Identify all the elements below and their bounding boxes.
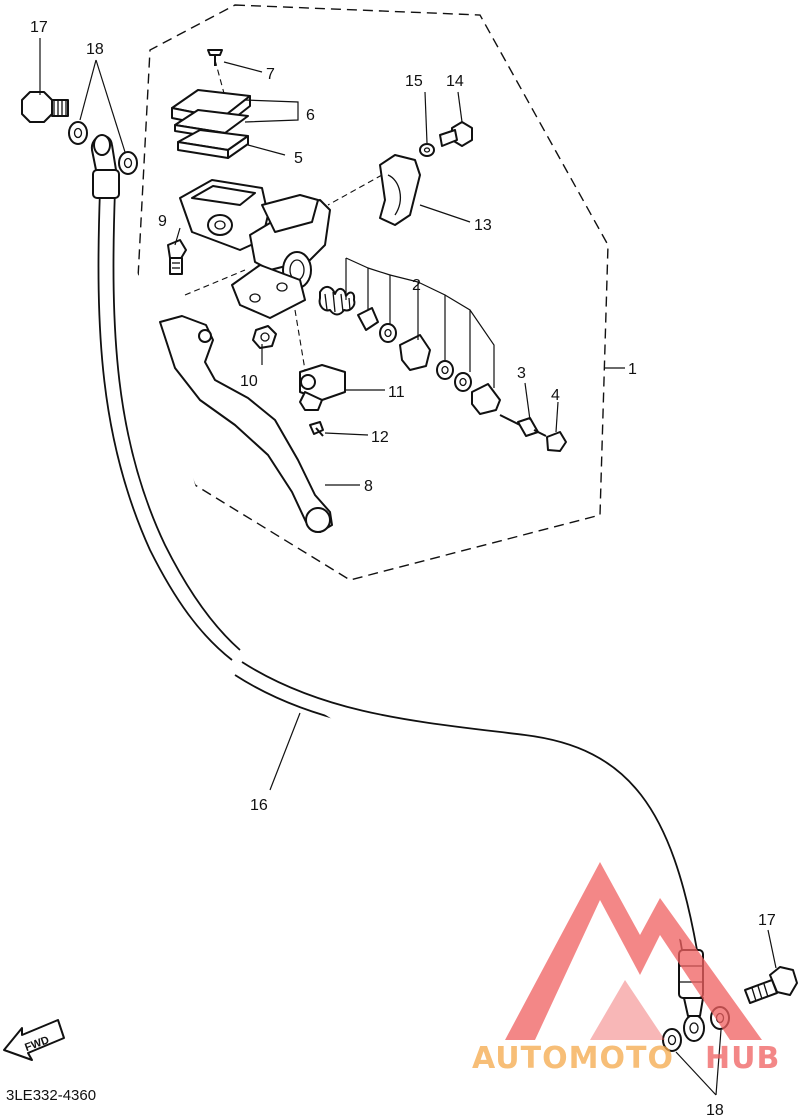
- banjo-bolt-lower: [744, 966, 798, 1004]
- callout-17-upper: 17: [30, 19, 48, 36]
- callout-14: 14: [446, 73, 464, 90]
- master-cylinder-body: [179, 179, 331, 319]
- pivot-nut: [252, 325, 277, 349]
- switch-screw: [309, 421, 324, 437]
- callout-18-lower: 18: [706, 1102, 724, 1119]
- master-cylinder-holder: [379, 154, 421, 226]
- callout-18-upper: 18: [86, 41, 104, 58]
- callout-13: 13: [474, 217, 492, 234]
- callout-3: 3: [517, 365, 526, 382]
- callout-12: 12: [371, 429, 389, 446]
- callout-7: 7: [266, 66, 275, 83]
- piston-kit: [318, 286, 501, 415]
- callout-6: 6: [306, 107, 315, 124]
- watermark-text-right: HUB: [705, 1041, 780, 1076]
- callout-5: 5: [294, 150, 303, 167]
- callout-15: 15: [405, 73, 423, 90]
- guide-line: [294, 309, 306, 371]
- brake-lever: [159, 315, 333, 533]
- callout-1: 1: [628, 361, 637, 378]
- diaphragm: [177, 129, 249, 159]
- callout-16: 16: [250, 797, 268, 814]
- guide-line: [184, 269, 246, 296]
- callout-4: 4: [551, 387, 560, 404]
- callout-17-lower: 17: [758, 912, 776, 929]
- banjo-bolt-upper: [21, 91, 69, 123]
- pivot-bolt: [167, 239, 187, 275]
- cap-screw: [207, 49, 223, 66]
- copper-washers-upper: [68, 121, 138, 175]
- guide-line: [327, 174, 383, 206]
- callout-2: 2: [412, 277, 421, 294]
- watermark-logo: AUTOMOTO HUB: [472, 862, 780, 1076]
- callout-11: 11: [388, 384, 405, 401]
- watermark-text-left: AUTOMOTO: [472, 1041, 674, 1076]
- brake-hose: [90, 134, 705, 1042]
- watermark-triangle: [505, 862, 762, 1040]
- assembly-boundary: [134, 4, 609, 581]
- holder-bolt: [439, 121, 473, 147]
- push-rod: [499, 414, 547, 437]
- callout-8: 8: [364, 478, 373, 495]
- holder-washer: [419, 143, 435, 157]
- diagram-code: 3LE332-4360: [6, 1087, 96, 1104]
- brake-light-switch: [299, 364, 346, 411]
- callout-9: 9: [158, 213, 167, 230]
- forward-arrow: FWD: [3, 1019, 65, 1061]
- callout-10: 10: [240, 373, 258, 390]
- dust-boot: [546, 431, 567, 452]
